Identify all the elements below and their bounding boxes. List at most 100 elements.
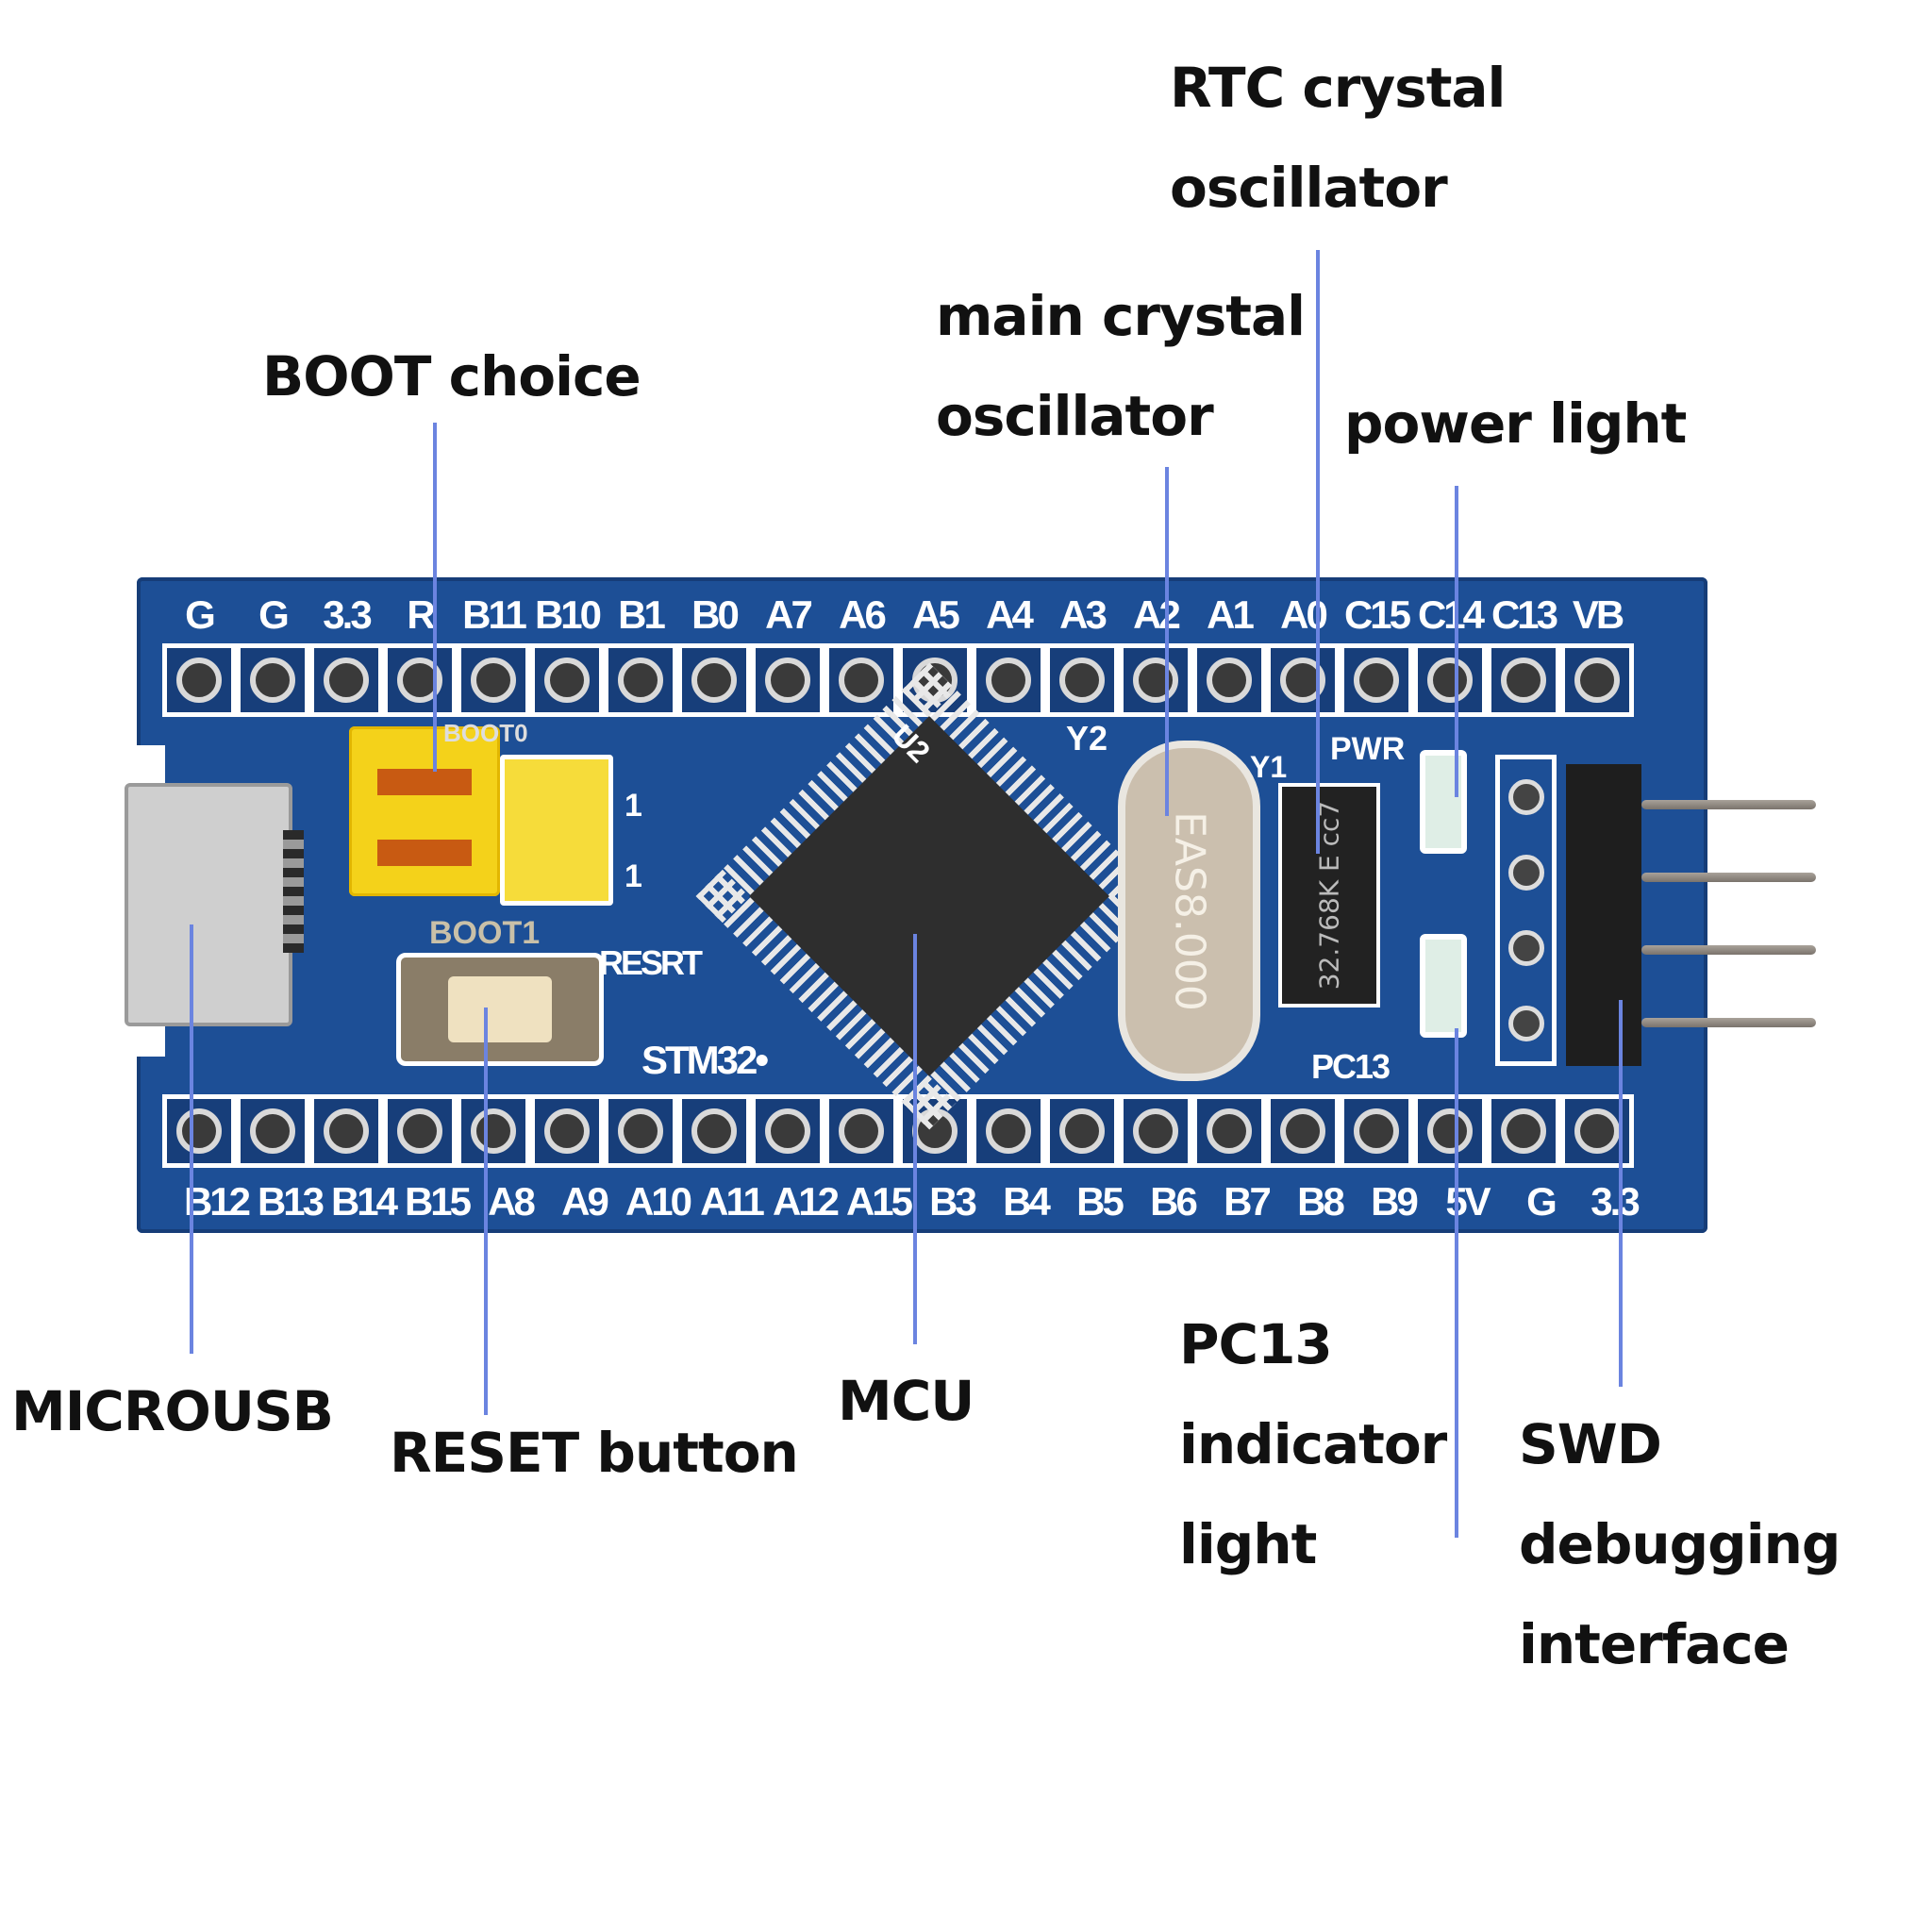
top-pin <box>383 643 457 717</box>
bottom-pin-label: A8 <box>488 1179 536 1224</box>
bottom-pin-label: B7 <box>1224 1179 1272 1224</box>
bottom-pin-label: B13 <box>257 1179 325 1224</box>
top-pin-label: 3.3 <box>323 592 372 637</box>
swd-header <box>1566 764 1641 1066</box>
pin-hole-icon <box>1059 1108 1105 1154</box>
silk-reset: RESRT <box>599 943 703 982</box>
pin-hole-icon <box>1574 658 1620 703</box>
pin-hole-icon <box>691 1108 737 1154</box>
leader-reset <box>484 1008 488 1415</box>
callout-line: oscillator <box>1170 156 1448 220</box>
microusb-pins <box>283 830 304 953</box>
leader-power-light <box>1455 486 1458 797</box>
callout-line: interface <box>1519 1612 1790 1676</box>
top-pin <box>751 643 824 717</box>
bottom-pin <box>530 1094 604 1168</box>
callout-line: MCU <box>838 1369 974 1433</box>
main-crystal-oscillator: EAS8.000 <box>1118 741 1260 1081</box>
top-pin-label: A3 <box>1059 592 1108 637</box>
bottom-pin <box>457 1094 530 1168</box>
bottom-pin-label: B6 <box>1150 1179 1198 1224</box>
pin-hole-icon <box>839 1108 884 1154</box>
silk-jumper-1a: 1 <box>625 788 642 824</box>
rtc-crystal-oscillator: 32.768K E cc7 <box>1278 783 1380 1008</box>
pin-hole-icon <box>1280 1108 1325 1154</box>
silk-boot1: BOOT1 <box>429 915 541 951</box>
top-pin-header <box>162 643 1634 717</box>
callout-line: oscillator <box>936 384 1214 448</box>
bottom-pin-label: A15 <box>845 1179 913 1224</box>
pin-hole-icon <box>544 658 590 703</box>
pin-hole-icon <box>324 1108 369 1154</box>
bottom-pin <box>1340 1094 1413 1168</box>
top-pin <box>162 643 236 717</box>
bottom-pin <box>1192 1094 1266 1168</box>
top-pin-label: C14 <box>1417 592 1485 637</box>
pin-hole-icon <box>1427 1108 1473 1154</box>
callout-line: BOOT choice <box>262 344 641 408</box>
top-pin <box>677 643 751 717</box>
pin-hole-icon <box>1354 1108 1399 1154</box>
top-pin-label: B1 <box>618 592 666 637</box>
bottom-pin-label: B14 <box>330 1179 398 1224</box>
callout-mcu: MCU <box>838 1351 974 1451</box>
top-pin-label: G <box>258 592 290 637</box>
top-pin <box>1413 643 1487 717</box>
top-pin-label: B10 <box>534 592 602 637</box>
top-pin-label: B0 <box>691 592 740 637</box>
bottom-pin-label: B3 <box>929 1179 977 1224</box>
leader-pc13 <box>1455 1028 1458 1538</box>
bottom-pin <box>1266 1094 1340 1168</box>
callout-line: SWD <box>1519 1412 1662 1476</box>
callout-line: power light <box>1344 391 1687 456</box>
bottom-pin <box>972 1094 1045 1168</box>
top-pin-label: C13 <box>1491 592 1558 637</box>
bottom-pin <box>604 1094 677 1168</box>
pin-hole-icon <box>471 1108 516 1154</box>
top-pin <box>1119 643 1192 717</box>
top-pin <box>1340 643 1413 717</box>
swd-pin <box>1641 800 1816 809</box>
leader-boot-choice <box>433 423 437 772</box>
pin-hole-icon <box>986 1108 1031 1154</box>
jumper-contact-bottom <box>377 840 472 866</box>
top-pin-label: B11 <box>462 592 527 637</box>
bottom-pin-label: 3.3 <box>1591 1179 1640 1224</box>
reset-button-cap <box>448 976 552 1042</box>
swd-pin <box>1641 1018 1816 1027</box>
top-pin-label: R <box>407 592 435 637</box>
pin-hole-icon <box>765 1108 810 1154</box>
top-pin <box>1560 643 1634 717</box>
silk-jumper-1b: 1 <box>625 858 642 894</box>
bottom-pin <box>677 1094 751 1168</box>
top-pin-label: VB <box>1572 592 1624 637</box>
top-pin-label: A5 <box>912 592 960 637</box>
microusb-connector <box>125 783 292 1026</box>
pin-hole-icon <box>250 1108 295 1154</box>
callout-line: indicator <box>1179 1412 1447 1476</box>
top-pin-label: A0 <box>1280 592 1328 637</box>
top-pin <box>309 643 383 717</box>
bottom-pin-label: 5V <box>1445 1179 1491 1224</box>
bottom-pin <box>1413 1094 1487 1168</box>
leader-main-crystal <box>1165 467 1169 816</box>
swd-pin <box>1641 873 1816 882</box>
pin-hole-icon <box>839 658 884 703</box>
pin-hole-icon <box>691 658 737 703</box>
callout-line: RESET button <box>390 1421 799 1485</box>
pin-hole-icon <box>471 658 516 703</box>
callout-boot-choice: BOOT choice <box>262 326 641 426</box>
boot-jumper <box>349 726 500 896</box>
callout-line: PC13 <box>1179 1312 1333 1376</box>
pin-hole-icon <box>1207 1108 1252 1154</box>
callout-line: light <box>1179 1512 1317 1576</box>
silk-stm32: STM32• <box>641 1038 769 1082</box>
bottom-pin-label: A11 <box>700 1179 765 1224</box>
silk-boot0: BOOT0 <box>443 719 528 747</box>
bottom-pin-label: B8 <box>1297 1179 1345 1224</box>
top-pin-label: A6 <box>839 592 887 637</box>
bottom-pin-label: A9 <box>561 1179 609 1224</box>
